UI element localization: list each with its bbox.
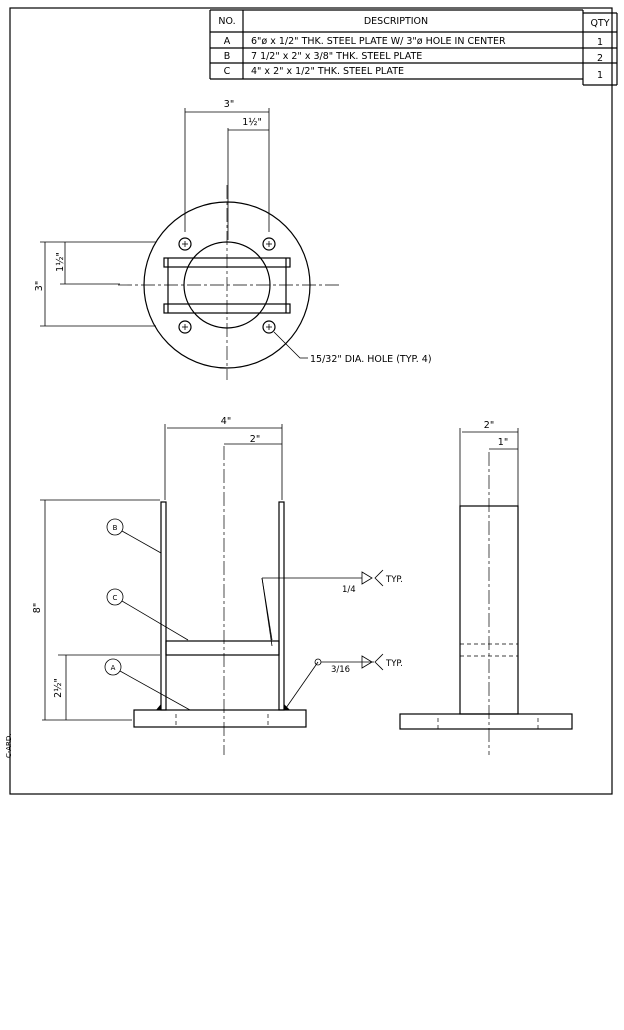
elev-plate-a <box>133 709 307 728</box>
drawing-border <box>9 7 613 795</box>
elev-dim-width: 4" <box>221 416 231 427</box>
elev-plate-b-right <box>278 501 285 711</box>
elev-plate-c <box>165 640 280 656</box>
side-dim-half-width: 1" <box>498 437 508 448</box>
svg-text:C: C <box>113 594 118 602</box>
svg-text:A: A <box>111 664 116 672</box>
margin-text: C-ARD. <box>5 733 13 758</box>
bom-row-c-description: 4" x 2" x 1/2" THK. STEEL PLATE <box>251 66 404 77</box>
weld-fillet <box>156 704 161 710</box>
bom-row-b-no: B <box>224 51 231 62</box>
callout-b <box>106 518 124 536</box>
bom-row-b-description: 7 1/2" x 2" x 3/8" THK. STEEL PLATE <box>251 51 422 62</box>
bom-row-c-qty: 1 <box>597 70 603 81</box>
weld-upper-note: TYP. <box>385 575 403 585</box>
bolt-hole <box>178 237 192 251</box>
bom-row-a-description: 6"ø x 1/2" THK. STEEL PLATE W/ 3"ø HOLE … <box>251 36 506 47</box>
elev-dim-half-width: 2" <box>250 434 260 445</box>
plan-view: 3" 1½" 3" 1½" <box>34 99 432 380</box>
plan-dim-left-overall: 3" <box>34 281 45 291</box>
weld-lower-note: TYP. <box>385 659 403 669</box>
hole-note-leader <box>273 331 308 359</box>
elev-plate-b-left <box>160 501 167 711</box>
bom-header-qty: QTY <box>590 18 609 29</box>
callout-c <box>106 588 124 606</box>
side-view: 2" 1" <box>399 420 573 755</box>
svg-text:B: B <box>113 524 118 532</box>
bolt-hole <box>262 237 276 251</box>
bom-table: NO. DESCRIPTION QTY A 6"ø x 1/2" THK. ST… <box>209 9 618 86</box>
front-elevation: 4" 2" 8" 2½" B C A <box>32 416 403 755</box>
bolt-hole <box>178 320 192 334</box>
bom-row-a-no: A <box>224 36 231 47</box>
bolt-hole <box>262 320 276 334</box>
elev-dim-height: 8" <box>32 603 43 613</box>
bom-header-no: NO. <box>218 16 235 27</box>
elev-dim-base-to-gusset: 2½" <box>53 678 64 698</box>
weld-symbol-lower: 3/16 TYP. <box>285 653 403 709</box>
hole-note: 15/32" DIA. HOLE (TYP. 4) <box>310 354 432 365</box>
side-dim-width: 2" <box>484 420 494 431</box>
bom-header-description: DESCRIPTION <box>364 16 428 27</box>
bom-row-a-qty: 1 <box>597 37 603 48</box>
side-plate-a <box>399 713 573 730</box>
weld-symbol-upper: 1/4 TYP. <box>261 569 403 647</box>
bom-row-b-qty: 2 <box>597 53 603 64</box>
plan-dim-top-half: 1½" <box>242 117 262 128</box>
plan-dim-top-overall: 3" <box>224 99 234 110</box>
plan-dim-left-half: 1½" <box>55 252 66 272</box>
callout-a <box>104 658 122 676</box>
bom-row-c-no: C <box>224 66 231 77</box>
weld-lower-size: 3/16 <box>331 665 350 675</box>
weld-upper-size: 1/4 <box>342 585 356 595</box>
